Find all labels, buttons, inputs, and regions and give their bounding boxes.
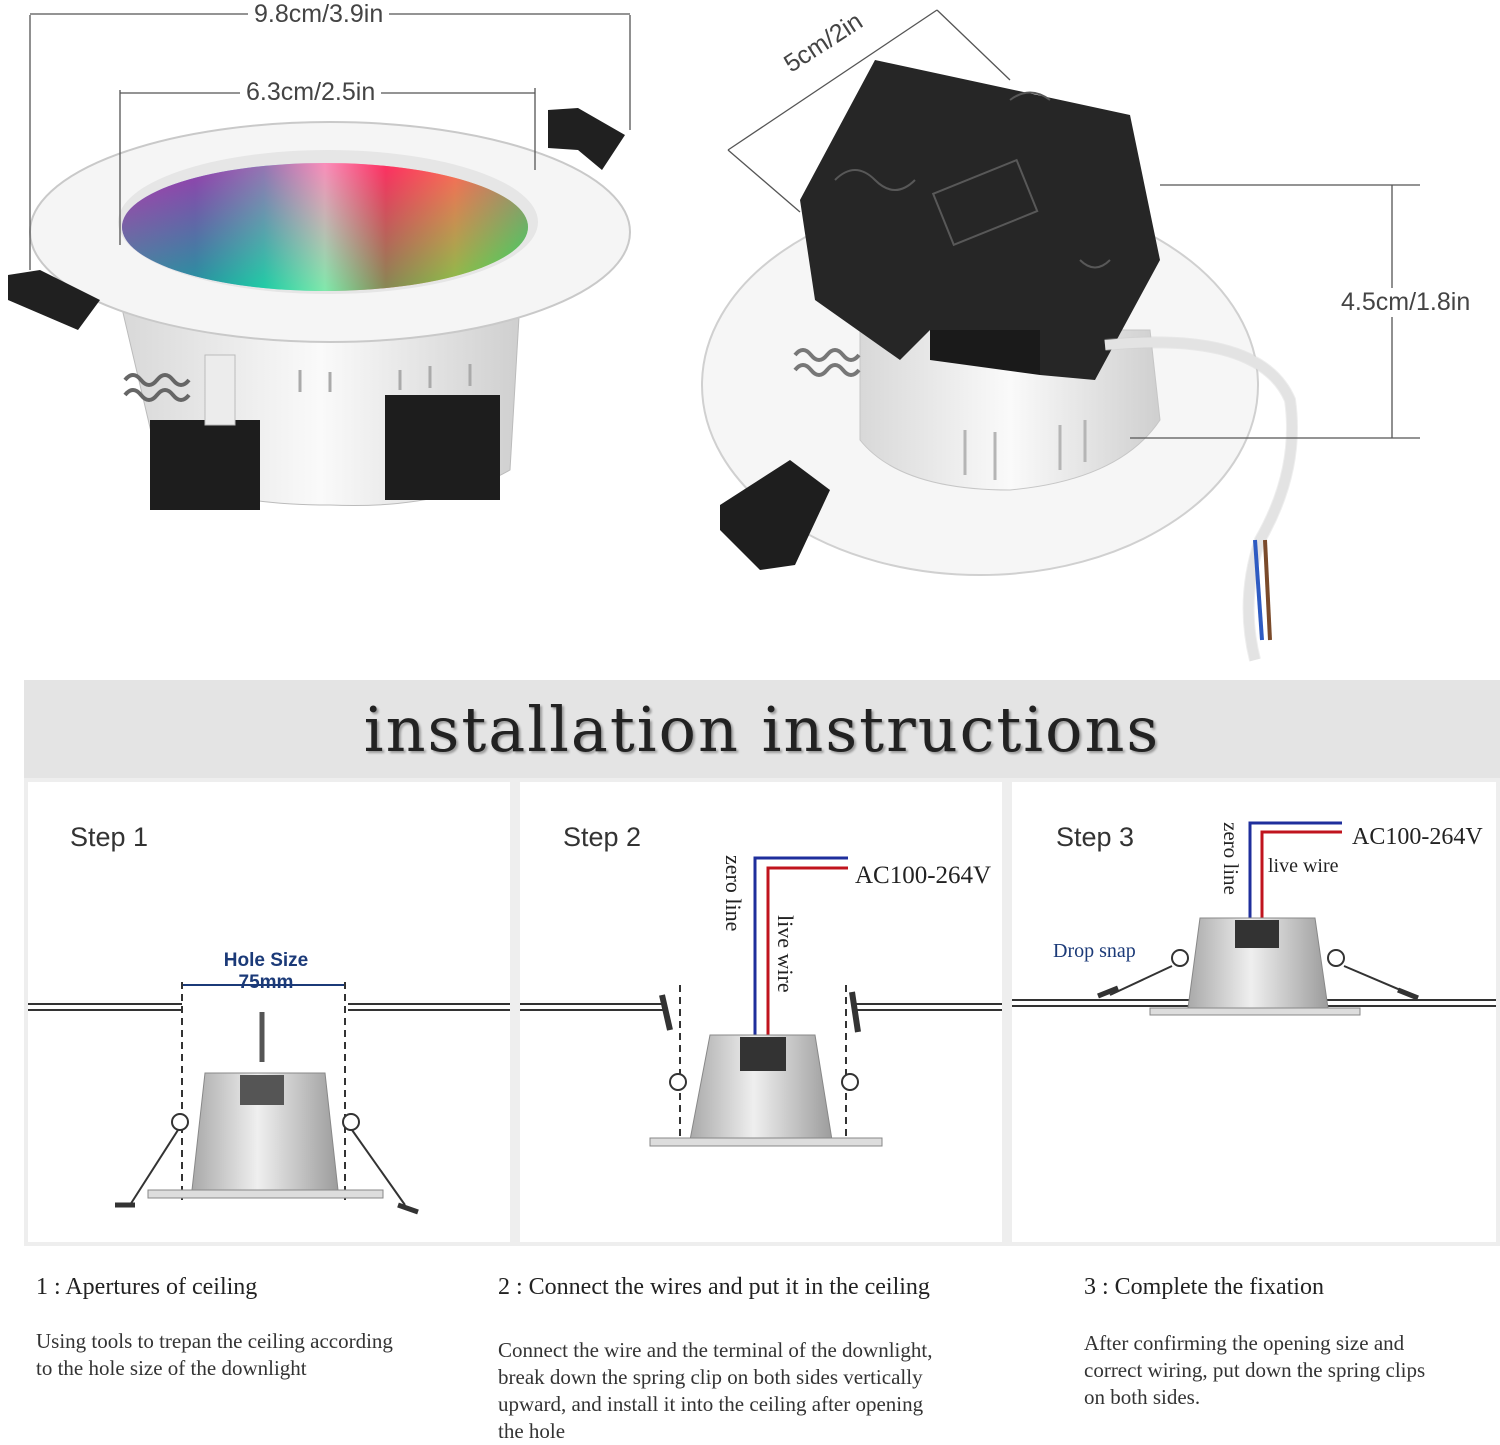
downlight-back-view	[701, 60, 1298, 662]
step-3-label: Step 3	[1056, 822, 1135, 852]
caption-1-body: Using tools to trepan the ceiling accord…	[36, 1328, 393, 1382]
hole-size-value: 75mm	[238, 972, 294, 993]
step-1-label: Step 1	[70, 822, 149, 852]
caption-2-line: break down the spring clip on both sides…	[498, 1365, 923, 1389]
cutout-diameter-label: 6.3cm/2.5in	[240, 78, 382, 107]
caption-1-title: 1 : Apertures of ceiling	[36, 1274, 258, 1300]
caption-3-line: After confirming the opening size and	[1084, 1331, 1405, 1355]
caption-3-line: on both sides.	[1084, 1385, 1201, 1409]
caption-1-line: to the hole size of the downlight	[36, 1356, 307, 1380]
drop-snap-label: Drop snap	[1053, 940, 1136, 962]
step-2-voltage: AC100-264V	[855, 862, 992, 889]
caption-2-body: Connect the wire and the terminal of the…	[498, 1337, 932, 1445]
product-photos	[8, 9, 1420, 662]
downlight-front-view	[8, 108, 631, 510]
caption-2-line: Connect the wire and the terminal of the…	[498, 1338, 933, 1362]
instructions-banner: installation instructions	[24, 680, 1500, 778]
step-3-diagram	[1097, 821, 1419, 1016]
step-2-label: Step 2	[563, 822, 642, 852]
height-label: 4.5cm/1.8in	[1335, 288, 1477, 317]
step-2-diagram	[649, 856, 883, 1147]
outer-diameter-label: 9.8cm/3.9in	[248, 0, 390, 29]
caption-2-line: the hole	[498, 1419, 566, 1443]
caption-3-title: 3 : Complete the fixation	[1084, 1274, 1324, 1300]
step-2-zero-line: zero line	[721, 855, 746, 932]
step-3-zero-line: zero line	[1219, 822, 1243, 895]
caption-2-title: 2 : Connect the wires and put it in the …	[498, 1274, 930, 1300]
step-2-live-wire: live wire	[773, 915, 798, 993]
caption-3-line: correct wiring, put down the spring clip…	[1084, 1358, 1426, 1382]
caption-3-body: After confirming the opening size and co…	[1084, 1330, 1425, 1411]
caption-2-line: upward, and install it into the ceiling …	[498, 1392, 924, 1416]
hole-size-label: Hole Size 75mm	[210, 950, 322, 994]
banner-title: installation instructions	[363, 692, 1161, 766]
step-3-live-wire: live wire	[1268, 855, 1339, 877]
hole-size-title: Hole Size	[223, 950, 309, 971]
step-1-diagram	[115, 982, 419, 1215]
caption-1-line: Using tools to trepan the ceiling accord…	[36, 1329, 393, 1353]
step-3-voltage: AC100-264V	[1352, 824, 1483, 850]
